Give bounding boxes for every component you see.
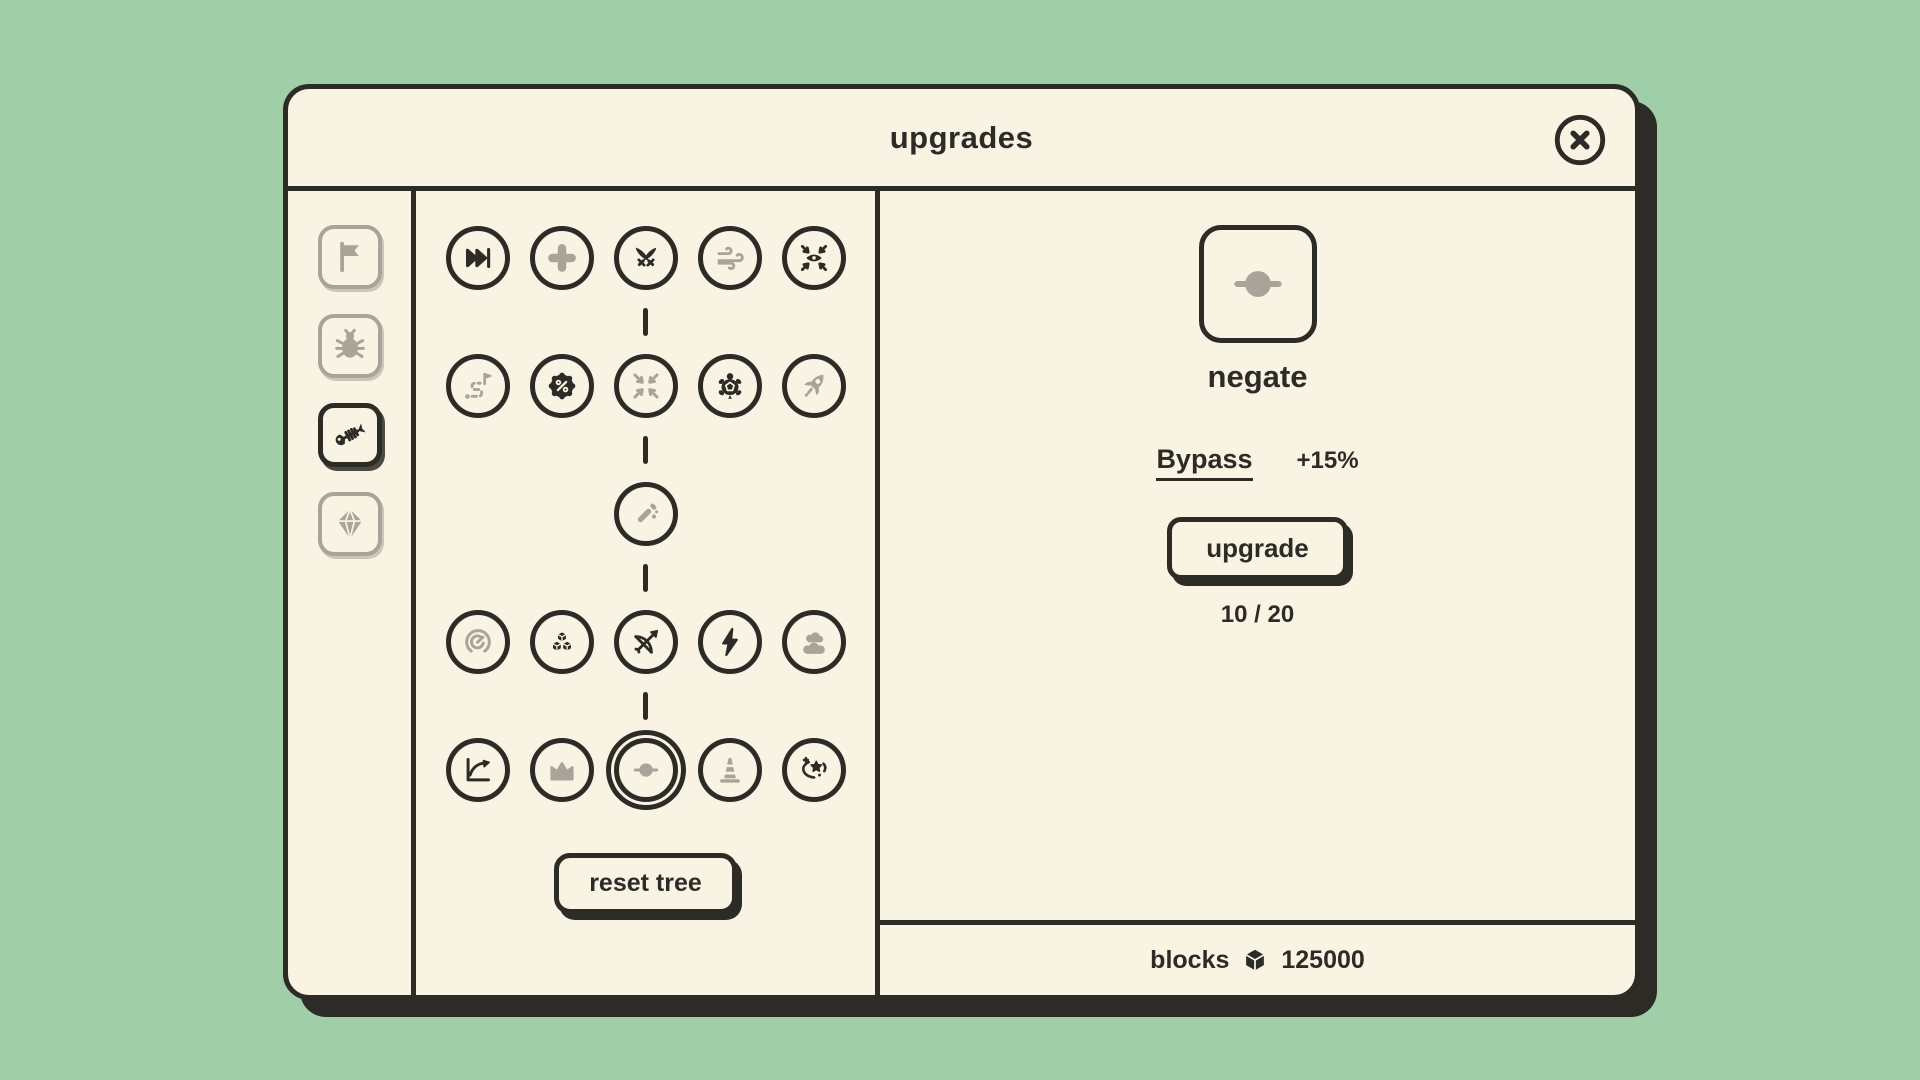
tree-node-skip-forward[interactable]: [445, 226, 510, 290]
stat-label: Bypass: [1156, 444, 1253, 481]
sidebar-tab-gem[interactable]: [317, 492, 382, 556]
close-button[interactable]: [1551, 111, 1609, 169]
sidebar-tab-flag[interactable]: [317, 225, 382, 289]
upgrades-modal: upgrades reset tree negate Bypass +15% u…: [283, 84, 1640, 1000]
gem-icon: [331, 505, 369, 543]
tree-row-4: [445, 578, 846, 706]
tree-node-percent-badge[interactable]: [529, 354, 594, 418]
cubes-icon: [545, 625, 579, 659]
currency-bar: blocks 125000: [880, 920, 1635, 995]
tree-connector: [643, 308, 648, 336]
upgrade-detail-panel: negate Bypass +15% upgrade 10 / 20 block…: [880, 191, 1635, 995]
tree-node-lightning[interactable]: [697, 610, 762, 674]
tree-row-2: [445, 322, 846, 450]
currency-label: blocks: [1150, 945, 1230, 974]
skip-forward-icon: [461, 241, 495, 275]
upgrade-tree-panel: reset tree: [416, 191, 880, 995]
compress-arrows-icon: [629, 369, 663, 403]
tree-node-eye-focus[interactable]: [781, 226, 846, 290]
negate-icon: [629, 753, 663, 787]
gauge-icon: [461, 625, 495, 659]
tree-node-negate[interactable]: [613, 738, 678, 802]
modal-body: reset tree negate Bypass +15% upgrade 10…: [288, 191, 1635, 995]
bow-arrow-icon: [629, 625, 663, 659]
tree-node-puzzle-plus[interactable]: [529, 226, 594, 290]
tree-node-chart-up[interactable]: [445, 738, 510, 802]
modal-header: upgrades: [288, 89, 1635, 191]
crown-icon: [545, 753, 579, 787]
tree-cell-empty: [698, 482, 762, 546]
flag-icon: [331, 238, 369, 276]
sidebar-tab-bug[interactable]: [317, 314, 382, 378]
selected-upgrade-icon-box: [1198, 225, 1317, 343]
tree-cell-empty: [782, 482, 846, 546]
upgrade-button[interactable]: upgrade: [1167, 517, 1348, 580]
tree-node-wind[interactable]: [697, 226, 762, 290]
tree-node-shooting-star[interactable]: [781, 738, 846, 802]
upgrade-name: negate: [1207, 359, 1308, 394]
puzzle-plus-icon: [545, 241, 579, 275]
stat-value: +15%: [1296, 447, 1359, 474]
tree-node-crossed-swords[interactable]: [613, 226, 678, 290]
currency-amount: 125000: [1281, 945, 1365, 974]
winding-path-icon: [461, 369, 495, 403]
upgrade-stat-row: Bypass +15%: [1156, 444, 1359, 481]
rocket-icon: [797, 369, 831, 403]
cone-icon: [713, 753, 747, 787]
upgrade-level: 10 / 20: [1220, 601, 1295, 628]
tree-row-1: [445, 194, 846, 322]
tree-node-turtle[interactable]: [697, 354, 762, 418]
lightning-icon: [713, 625, 747, 659]
negate-icon: [1225, 251, 1291, 317]
cube-icon: [1241, 946, 1269, 974]
tree-node-test-tube[interactable]: [613, 482, 678, 546]
sidebar-tab-fish-skeleton[interactable]: [317, 403, 382, 467]
sidebar-tabs: [288, 191, 416, 995]
fish-skeleton-icon: [331, 416, 369, 454]
upgrade-detail: negate Bypass +15% upgrade 10 / 20: [880, 191, 1635, 920]
tree-node-clouds[interactable]: [781, 610, 846, 674]
currency-icon-slot: [1241, 946, 1269, 974]
percent-badge-icon: [545, 369, 579, 403]
reset-tree-button[interactable]: reset tree: [554, 853, 737, 914]
close-icon: [1551, 111, 1609, 169]
tree-node-compress-arrows[interactable]: [613, 354, 678, 418]
test-tube-icon: [629, 497, 663, 531]
tree-cell-empty: [446, 482, 510, 546]
chart-up-icon: [461, 753, 495, 787]
turtle-icon: [713, 369, 747, 403]
tree-node-winding-path[interactable]: [445, 354, 510, 418]
modal-title: upgrades: [889, 119, 1034, 155]
tree-cell-empty: [530, 482, 594, 546]
wind-icon: [713, 241, 747, 275]
tree-connector: [643, 692, 648, 720]
crossed-swords-icon: [629, 241, 663, 275]
shooting-star-icon: [797, 753, 831, 787]
tree-node-crown[interactable]: [529, 738, 594, 802]
tree-node-bow-arrow[interactable]: [613, 610, 678, 674]
bug-icon: [331, 327, 369, 365]
clouds-icon: [797, 625, 831, 659]
tree-connector: [643, 436, 648, 464]
upgrade-tree: [445, 191, 846, 834]
tree-row-5: [445, 706, 846, 834]
tree-node-rocket[interactable]: [781, 354, 846, 418]
tree-row-3: [446, 450, 846, 578]
tree-node-cone[interactable]: [697, 738, 762, 802]
tree-node-cubes[interactable]: [529, 610, 594, 674]
tree-node-gauge[interactable]: [445, 610, 510, 674]
eye-focus-icon: [797, 241, 831, 275]
tree-connector: [643, 564, 648, 592]
